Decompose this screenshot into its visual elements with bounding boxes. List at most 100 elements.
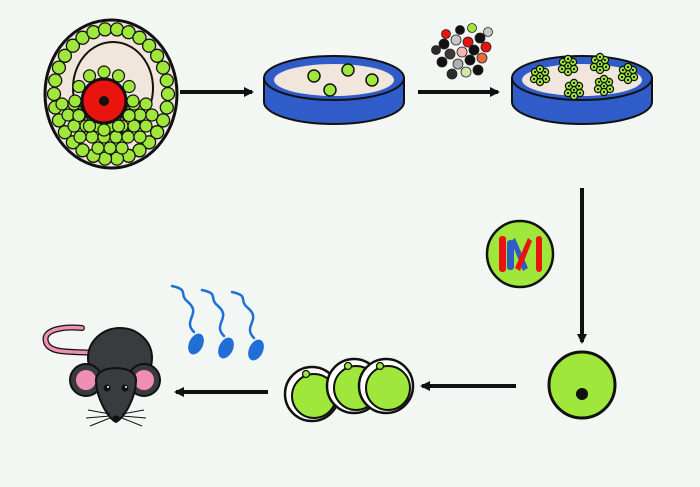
colony-cell-nucleus <box>631 68 635 72</box>
cumulus-cell <box>97 65 111 79</box>
culture-dish <box>263 55 405 125</box>
follicle-oocyte-nucleus <box>99 96 109 106</box>
mouse-head <box>94 367 138 424</box>
polar-body <box>375 361 385 371</box>
meiosis-cell <box>485 219 555 289</box>
colony-cell-nucleus <box>621 68 625 72</box>
colony-cell-nucleus <box>560 67 564 71</box>
colony-cell-nucleus <box>578 91 582 95</box>
chromosome-red <box>499 236 506 272</box>
colony-cell-nucleus <box>598 62 602 66</box>
cumulus-cell <box>115 141 129 155</box>
mouse-ear-left-inner <box>76 370 96 390</box>
granulosa-cell <box>132 30 147 45</box>
cumulus-cell <box>85 130 99 144</box>
colony-cell-nucleus <box>572 81 576 85</box>
colony-cell-nucleus <box>538 74 542 78</box>
cumulus-cell <box>97 123 111 137</box>
embryo-cell <box>365 365 411 411</box>
small-molecule-pile <box>431 23 493 80</box>
colony-cell-nucleus <box>566 91 570 95</box>
granulosa-cell <box>155 60 171 75</box>
granulosa-cell <box>48 73 63 88</box>
cumulus-cell <box>133 108 147 122</box>
cell-colony <box>563 78 585 101</box>
colony-cell-nucleus <box>566 64 570 68</box>
granulosa-cell <box>141 38 157 53</box>
colony-cell-nucleus <box>543 70 547 74</box>
small-molecule <box>438 38 450 50</box>
small-molecule <box>467 23 477 33</box>
granulosa-cell <box>159 73 174 88</box>
granulosa-cell <box>159 100 174 115</box>
granulosa-cell <box>155 113 171 128</box>
mature-oocyte <box>547 350 617 420</box>
small-molecule <box>460 66 472 78</box>
colony-cell-nucleus <box>596 87 600 91</box>
cumulus-cell <box>109 130 123 144</box>
mouse <box>42 324 161 427</box>
colony-cell-nucleus <box>593 58 597 62</box>
colony-cell-nucleus <box>607 80 611 84</box>
cumulus-cell <box>126 94 140 108</box>
cumulus-cell <box>103 141 117 155</box>
colony-cell-nucleus <box>626 65 630 69</box>
colony-cell-nucleus <box>602 77 606 81</box>
colony-cell-nucleus <box>572 88 576 92</box>
granulosa-cell <box>51 60 67 75</box>
small-molecule <box>444 48 456 60</box>
cumulus-cell <box>122 79 136 94</box>
cumulus-cell <box>72 108 86 123</box>
polar-body <box>343 361 353 371</box>
colony-cell-nucleus <box>602 84 606 88</box>
sperm-tail <box>200 288 226 338</box>
chromosome-blue <box>507 240 514 270</box>
colony-cell-nucleus <box>597 80 601 84</box>
granulosa-cell <box>109 22 125 37</box>
sperm-cell <box>200 288 234 359</box>
follicle-granulosa-ring <box>46 22 176 166</box>
colony-cell-nucleus <box>533 70 537 74</box>
cell-colony <box>617 62 639 85</box>
colony-cell-nucleus <box>620 75 624 79</box>
cumulus-cell <box>82 69 97 83</box>
mouse-eye-left <box>103 384 111 392</box>
mouse-tail-fill <box>43 325 104 356</box>
mouse-eye-right <box>121 384 129 392</box>
colony-cell-nucleus <box>567 84 571 88</box>
colony-cell-nucleus <box>566 57 570 61</box>
granulosa-cell <box>97 22 113 37</box>
small-molecule <box>483 27 493 37</box>
cumulus-cell <box>145 108 159 122</box>
cultured-cell <box>341 63 355 77</box>
cumulus-cell <box>139 119 153 133</box>
cell-colony <box>557 54 579 77</box>
colony-cell-nucleus <box>572 67 576 71</box>
sperm-cells <box>170 284 264 361</box>
small-molecule <box>456 46 468 58</box>
colony-cell-nucleus <box>598 68 602 72</box>
cumulus-cell <box>133 130 147 144</box>
colony-cell-nucleus <box>572 94 576 98</box>
sperm-head <box>248 339 264 361</box>
chromosome-red <box>515 238 532 271</box>
cumulus-cell <box>122 108 136 123</box>
mouse-nose <box>112 415 120 421</box>
sperm-cell <box>170 284 204 355</box>
embryo-cluster <box>283 357 415 423</box>
granulosa-cell <box>65 38 81 53</box>
colony-cell-nucleus <box>566 70 570 74</box>
cell-colony <box>529 64 551 87</box>
cumulus-cell <box>121 130 135 144</box>
colony-cell-nucleus <box>603 58 607 62</box>
granulosa-cell <box>86 25 101 40</box>
culture-dish-medium <box>274 64 394 96</box>
small-molecule <box>476 52 488 64</box>
colony-cell-nucleus <box>592 65 596 69</box>
small-molecule <box>472 64 484 76</box>
cumulus-cell <box>91 141 105 155</box>
oocyte-body <box>547 350 617 420</box>
cultured-cell <box>323 83 337 97</box>
colony-cell-nucleus <box>538 67 542 71</box>
